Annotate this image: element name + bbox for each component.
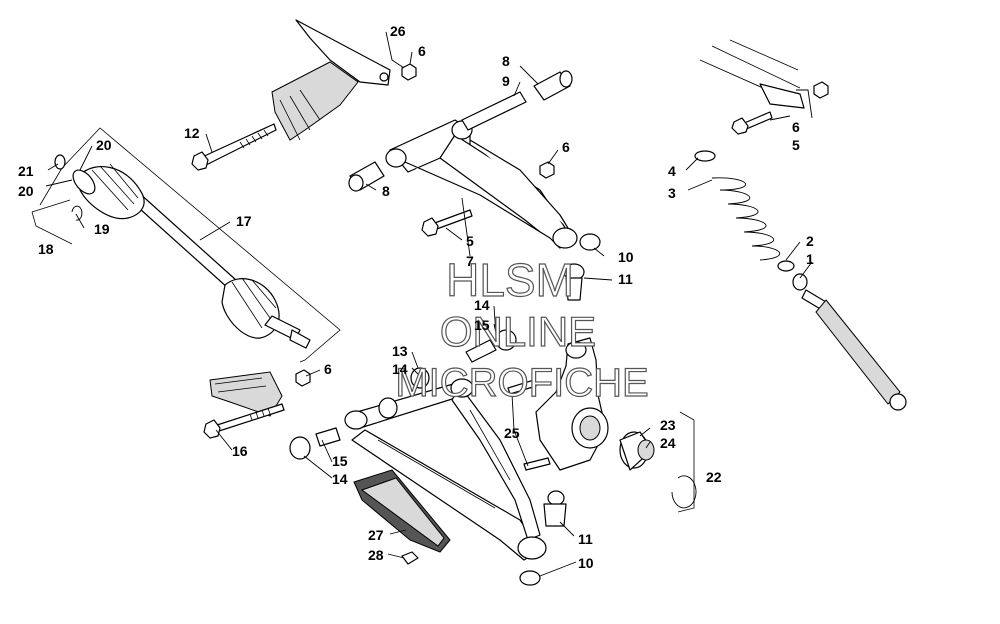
callout-14-mid: 14 [392,361,408,377]
lower-a-arm [344,378,547,561]
callout-10-lower: 10 [578,555,594,571]
snap-ring-19 [71,205,83,221]
callout-16: 16 [232,443,248,459]
skid-plate-27 [353,469,451,553]
callout-3: 3 [668,185,676,201]
spring-retainer-4 [694,150,716,162]
watermark-line2: ONLINE [440,308,596,355]
callout-21: 21 [18,163,34,179]
callout-27: 27 [368,527,384,543]
coil-spring-3 [711,177,781,261]
wheel-bearing-23-24 [619,431,655,471]
callout-6-top: 6 [418,43,426,59]
callout-15-top: 15 [474,317,490,333]
callout-11-lower: 11 [578,531,593,547]
callout-7: 7 [466,253,474,269]
steering-knuckle [535,337,609,471]
callout-19: 19 [94,221,110,237]
callout-2: 2 [806,233,814,249]
callout-6-lower: 6 [324,361,332,377]
callout-1: 1 [806,251,814,267]
ball-joint-11-upper [563,263,585,301]
retaining-ring-10-upper [579,233,601,251]
callout-4: 4 [668,163,676,179]
bolt-25-lower [523,457,551,471]
snap-ring-22 [671,475,697,509]
callout-12: 12 [184,125,200,141]
callout-9: 9 [502,73,510,89]
upper-a-arm [385,119,578,249]
nut-6-top [401,63,417,81]
pivot-tube-9 [461,91,527,131]
callout-17: 17 [236,213,252,229]
bolt-5-7 [421,209,473,237]
callout-6-right: 6 [792,119,800,135]
bushing-15-14-lower [289,427,341,460]
bolt-5-right [731,111,773,135]
bushing-8-lower [348,161,385,192]
callout-5-right: 5 [792,137,800,153]
callout-14-top: 14 [474,297,490,313]
callout-6-mid: 6 [562,139,570,155]
upper-frame-bracket [271,19,391,141]
callout-18: 18 [38,241,54,257]
watermark-line3: MICROFICHE [395,361,648,405]
lower-frame-bracket [209,371,283,417]
bracket-22 [677,411,695,513]
watermark-line1: HLSM [446,254,574,306]
bushing-8-upper [533,70,573,101]
nut-6-mid [539,161,555,179]
callout-13: 13 [392,343,408,359]
callout-20-bottom: 20 [18,183,34,199]
frame-section-top-right [699,39,805,109]
callout-14-lower: 14 [332,471,348,487]
snap-ring-21 [54,154,66,170]
nut-6-right [813,81,829,99]
rivet-28 [401,551,419,565]
callout-20-top: 20 [96,137,112,153]
callout-25: 25 [504,425,520,441]
callout-26: 26 [390,23,406,39]
bushing-15-14-upper [465,329,517,363]
bushing-13-14 [378,367,430,419]
bolt-16 [203,403,285,439]
callout-8-mid: 8 [382,183,390,199]
callout-24: 24 [660,435,676,451]
callout-23: 23 [660,417,676,433]
drive-axle-assembly [39,127,341,363]
callout-8-top: 8 [502,53,510,69]
bolt-12 [191,123,277,171]
callout-22: 22 [706,469,722,485]
shock-absorber-1 [792,273,907,411]
leader-lines [45,31,813,577]
bolt-25-upper [507,379,537,395]
callout-10-top: 10 [618,249,634,265]
callout-5-mid: 5 [466,233,474,249]
callout-28: 28 [368,547,384,563]
bracket-18 [31,199,73,245]
spring-retainer-2 [777,260,795,272]
nut-6-lower [295,369,311,387]
callout-labels: 26 6 8 9 12 6 8 20 21 20 19 18 17 5 7 10… [18,23,814,571]
watermark: HLSM ONLINE MICROFICHE [395,253,650,405]
callout-11-top: 11 [618,271,633,287]
retaining-ring-10-lower [519,570,541,586]
callout-15-lower: 15 [332,453,348,469]
ball-joint-11-lower [543,490,567,527]
